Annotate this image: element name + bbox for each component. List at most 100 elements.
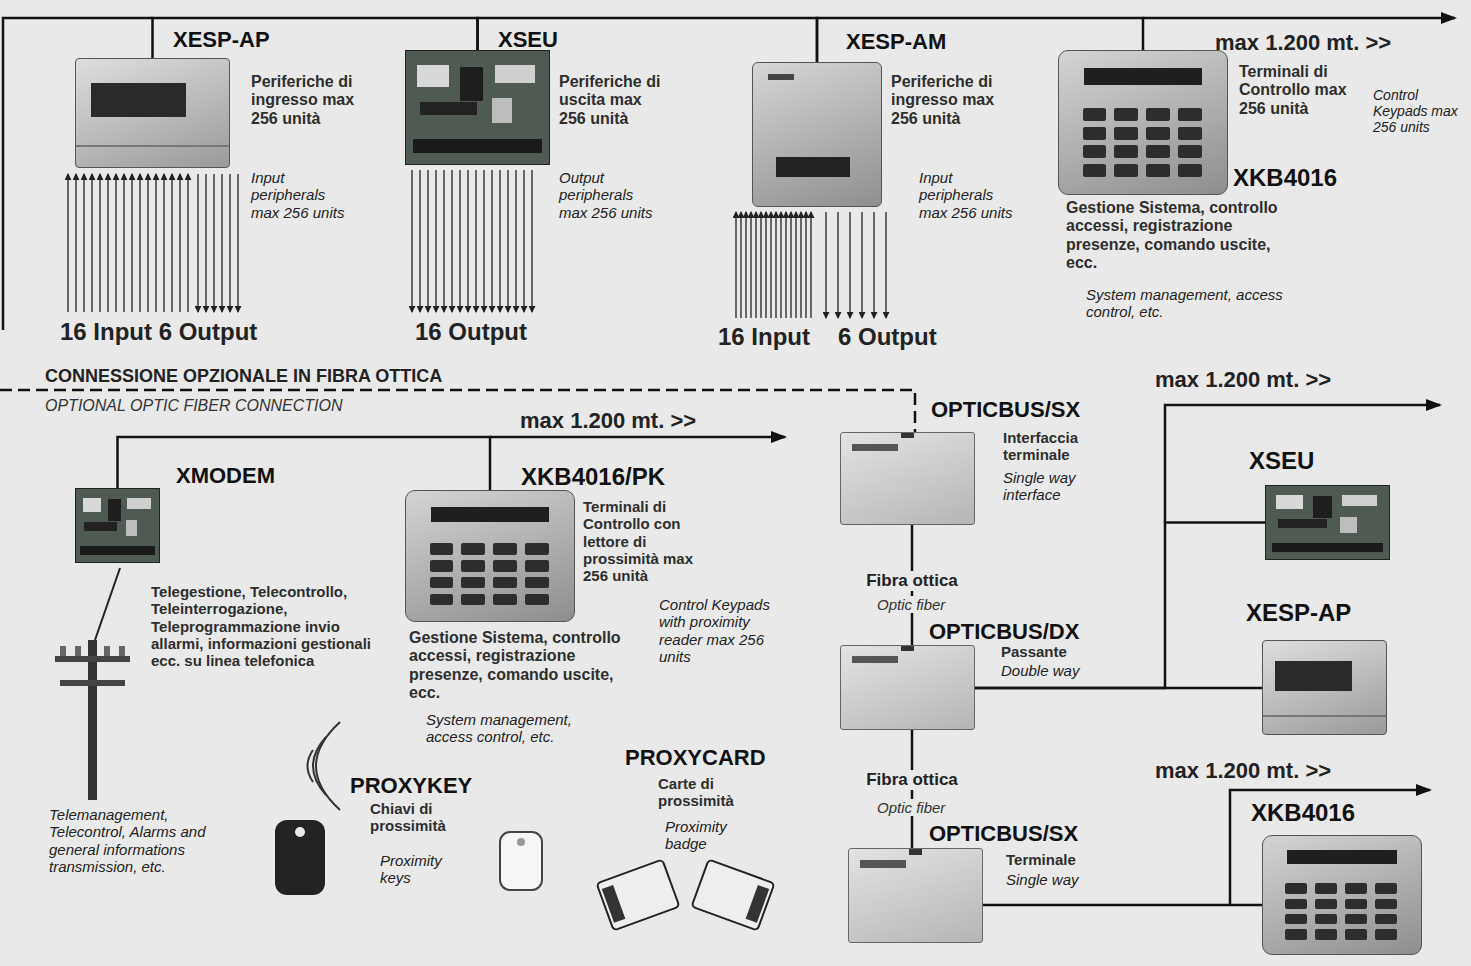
key — [1285, 899, 1307, 910]
key — [430, 594, 454, 606]
output-arrow — [515, 170, 516, 312]
lcd-display — [1287, 850, 1398, 864]
device-name: OPTICBUS/SX — [929, 821, 1078, 846]
annotation-label: CONNESSIONE OPZIONALE IN FIBRA OTTICA — [45, 366, 442, 387]
device-node: XKB4016/PKTerminali di Controllo con let… — [405, 490, 575, 622]
english-description: Control Keypads max 256 units — [1373, 87, 1458, 135]
input-arrow — [765, 212, 766, 318]
device-name: PROXYCARD — [625, 745, 766, 770]
english-description: Single way — [1006, 871, 1106, 888]
device-description: Telegestione, Telecontrollo, Teleinterro… — [151, 583, 376, 669]
output-arrow — [849, 212, 850, 318]
chip — [495, 65, 535, 83]
device-node: OPTICBUS/SXTerminaleSingle way — [848, 848, 983, 943]
device-description: Carte di prossimità — [658, 775, 763, 810]
brand-strip — [852, 656, 899, 663]
insulator — [119, 646, 125, 656]
chip — [127, 498, 150, 510]
input-arrow — [155, 174, 156, 312]
input-arrow — [83, 174, 84, 312]
annotation-label: max 1.200 mt. >> — [520, 408, 696, 433]
lid-line — [1263, 715, 1386, 717]
bus-connector — [975, 687, 1262, 690]
device-node: XMODEMTelegestione, Telecontrollo, Telei… — [75, 488, 160, 563]
output-arrow — [861, 212, 862, 318]
device-name: PROXYKEY — [350, 773, 472, 798]
key — [430, 543, 454, 555]
output-arrow — [531, 170, 532, 312]
output-arrow — [491, 170, 492, 312]
input-arrow — [750, 212, 751, 318]
key — [1315, 929, 1337, 940]
output-arrow — [197, 174, 198, 312]
key — [1114, 164, 1138, 177]
annotation-label: 16 Input 6 Output — [60, 318, 257, 346]
chip — [126, 520, 138, 536]
output-arrow — [837, 212, 838, 318]
connector-port — [909, 849, 922, 855]
connector-port — [901, 646, 914, 651]
device-node: PROXYKEYChiavi di prossimitàProximity ke… — [270, 770, 550, 900]
key — [1345, 883, 1367, 894]
output-arrow — [427, 170, 428, 312]
device-node: XESP-AP — [1262, 640, 1387, 735]
device-name: XSEU — [1249, 447, 1314, 475]
annotation-label: 16 Input — [718, 323, 810, 351]
chip — [84, 522, 117, 531]
output-arrow — [825, 212, 826, 318]
annotation-label: 16 Output — [415, 318, 527, 346]
output-arrow — [229, 174, 230, 312]
optional-fiber-line — [0, 390, 915, 432]
output-arrow — [483, 170, 484, 312]
input-arrow — [800, 212, 801, 318]
input-arrow — [790, 212, 791, 318]
english-description: Control Keypads with proximity reader ma… — [659, 596, 777, 665]
terminal-strip — [413, 139, 542, 153]
input-arrow — [760, 212, 761, 318]
output-arrow — [221, 174, 222, 312]
device-description: Periferiche di ingresso max 256 unità — [891, 73, 1001, 128]
english-description: System management, access control, etc. — [426, 711, 621, 746]
bus-connector — [983, 904, 1262, 907]
english-description: System management, access control, etc. — [1086, 286, 1296, 321]
input-arrow — [805, 212, 806, 318]
key — [1345, 929, 1367, 940]
key — [1375, 914, 1397, 925]
phone-line-leader — [95, 568, 120, 640]
key — [1315, 899, 1337, 910]
output-arrow — [213, 174, 214, 312]
input-arrow — [147, 174, 148, 312]
device-name: OPTICBUS/DX — [929, 619, 1079, 644]
key — [1285, 883, 1307, 894]
key — [1375, 929, 1397, 940]
english-description: Input peripherals max 256 units — [251, 169, 351, 221]
key — [1375, 899, 1397, 910]
annotation-label: max 1.200 mt. >> — [1155, 758, 1331, 783]
key — [493, 594, 517, 606]
brand-strip — [852, 444, 899, 451]
device-node: PROXYCARDCarte di prossimitàProximity ba… — [598, 745, 798, 925]
insulator — [75, 646, 81, 656]
device-name: XSEU — [498, 27, 558, 52]
english-description: Double way — [1001, 662, 1101, 679]
input-arrow — [780, 212, 781, 318]
proximity-key-light — [500, 832, 542, 890]
radio-wave — [316, 722, 340, 810]
key — [493, 543, 517, 555]
chip — [420, 102, 477, 116]
english-description: Single way interface — [1003, 469, 1113, 504]
input-arrow — [755, 212, 756, 318]
chip — [492, 98, 512, 123]
device-node: XESP-APPeriferiche di ingresso max 256 u… — [75, 58, 230, 168]
input-arrow — [770, 212, 771, 318]
key — [1285, 914, 1307, 925]
terminal-strip — [1272, 543, 1383, 552]
key — [1083, 127, 1107, 140]
output-arrow — [467, 170, 468, 312]
device-node: OPTICBUS/SXInterfaccia terminaleSingle w… — [840, 432, 975, 525]
input-arrow — [139, 174, 140, 312]
output-arrow — [435, 170, 436, 312]
device-description: Gestione Sistema, controllo accessi, reg… — [409, 629, 629, 703]
chip — [1342, 495, 1376, 507]
insulator — [60, 646, 66, 656]
